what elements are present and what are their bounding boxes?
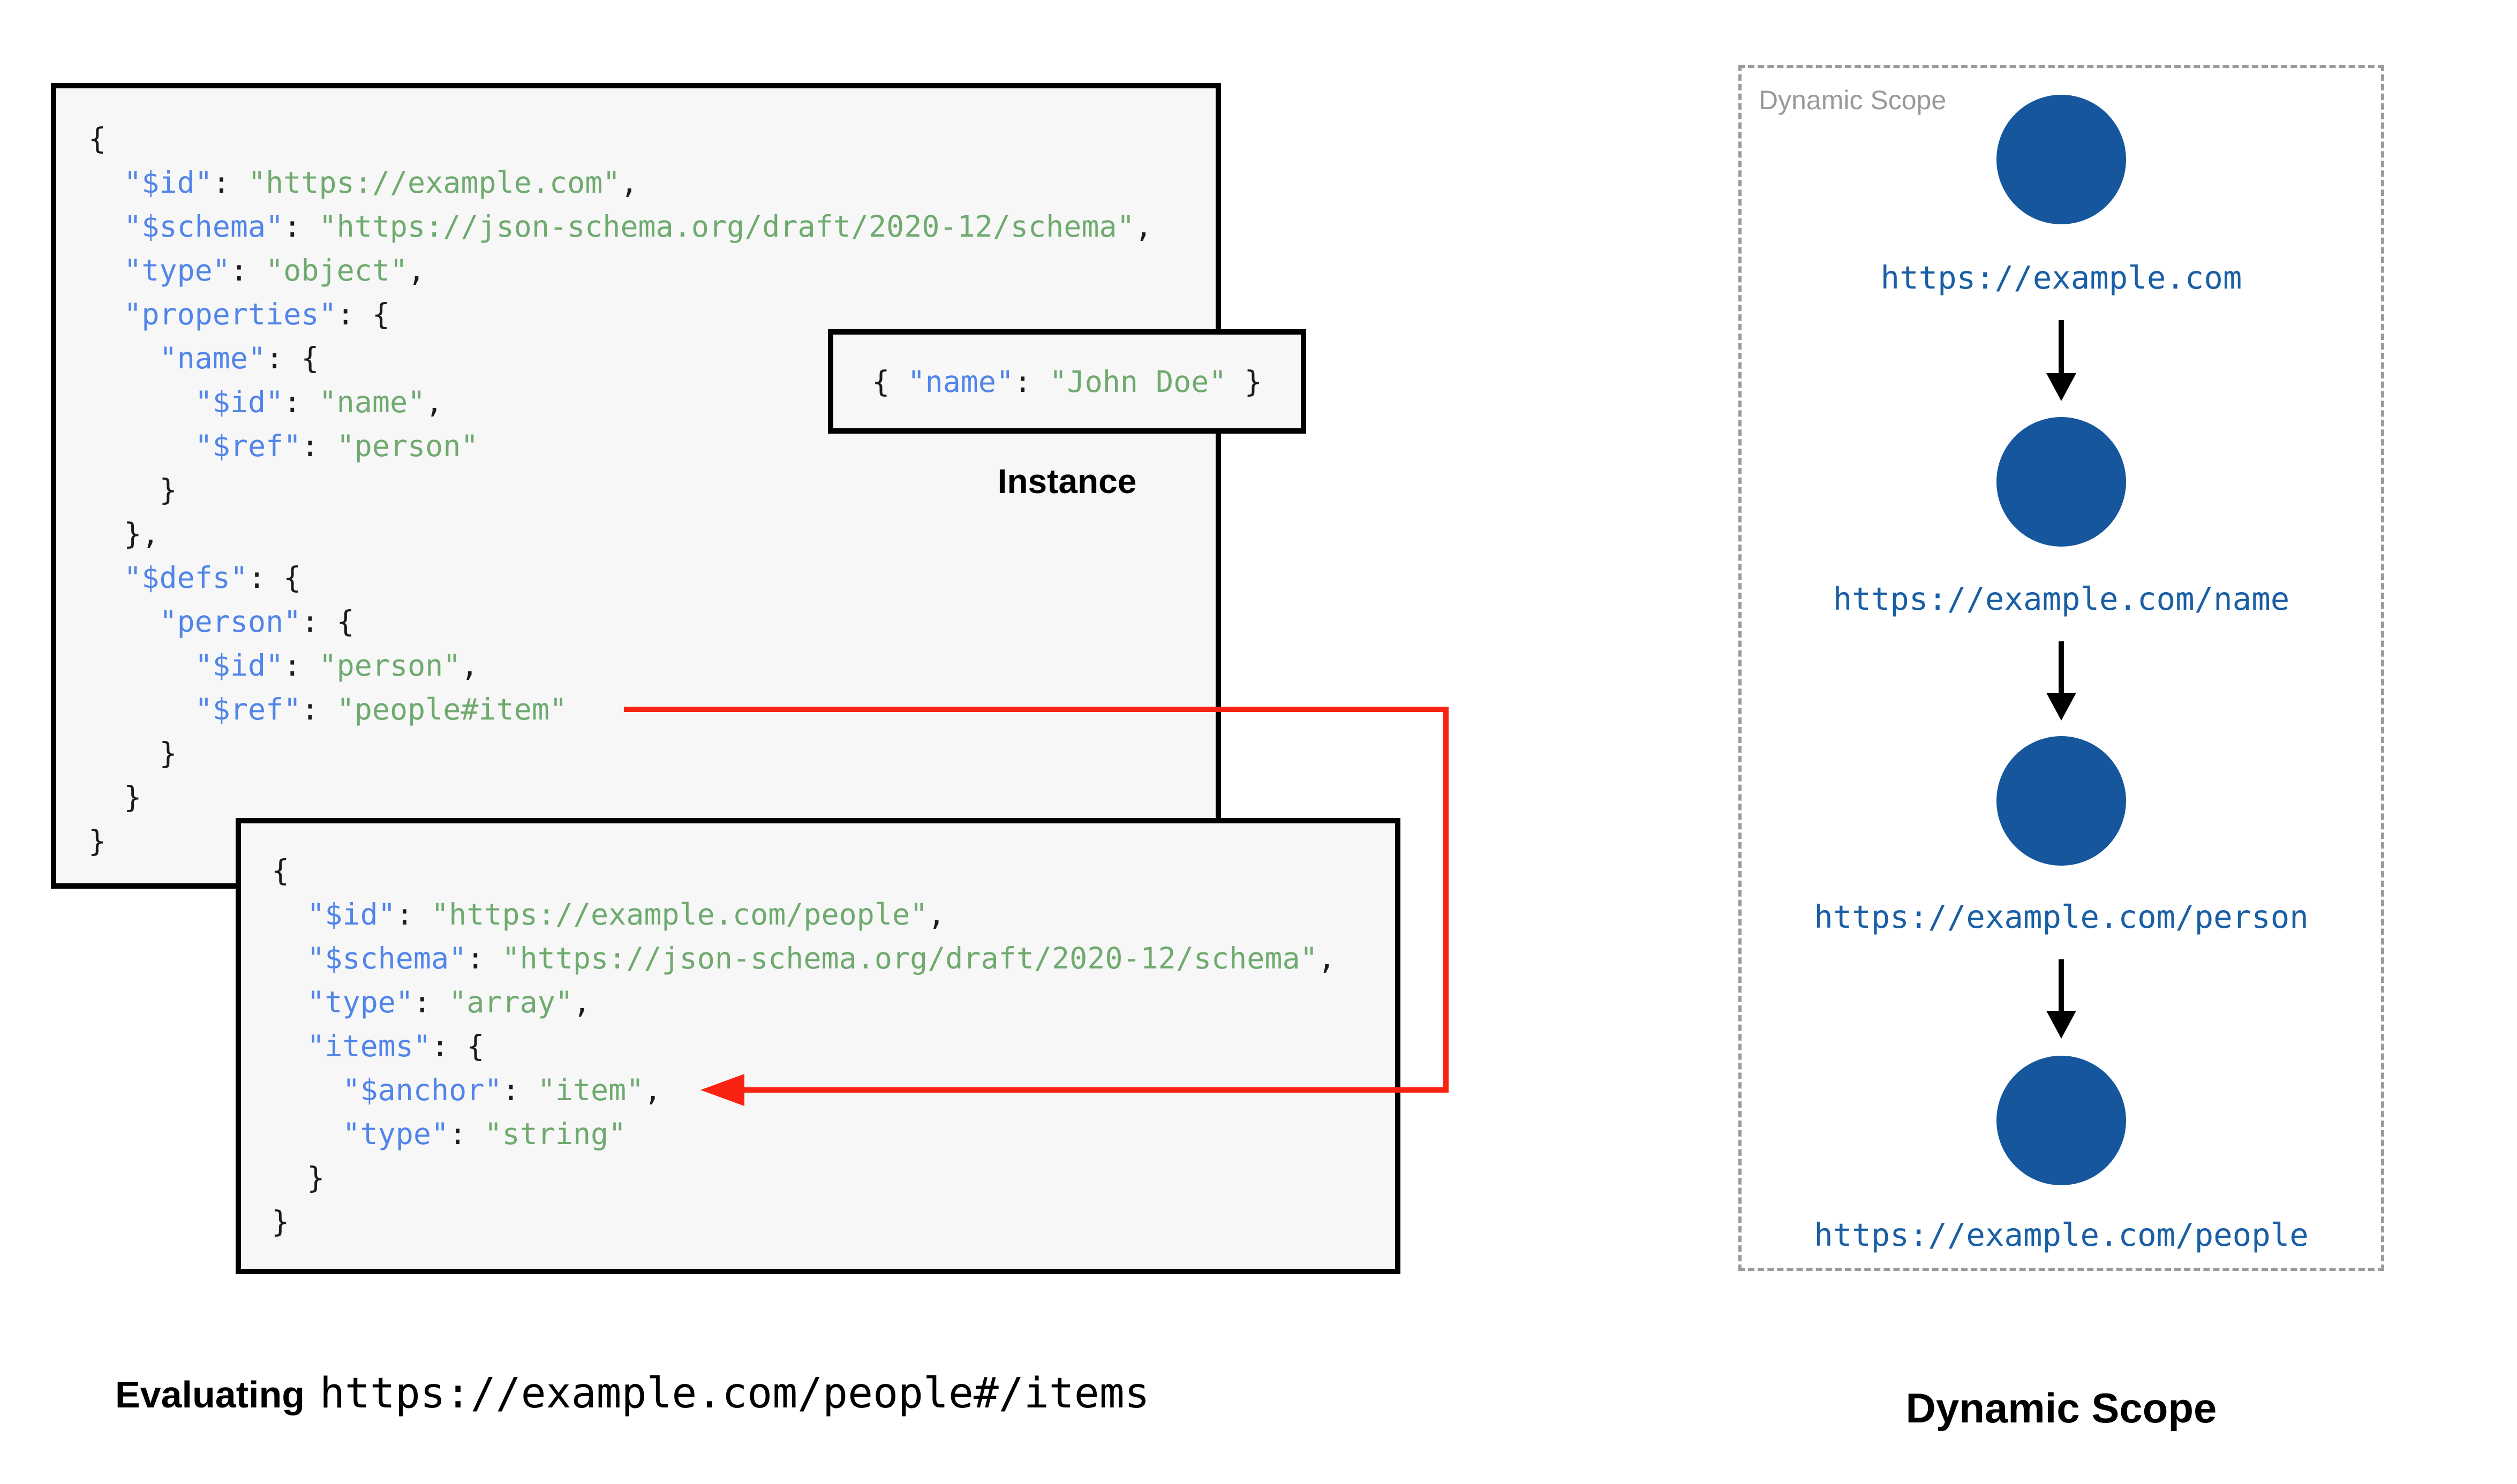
code-line: "$id": "name", [194, 385, 443, 419]
code-line: "type": "object", [124, 253, 426, 287]
code-line: "$anchor": "item", [342, 1073, 662, 1107]
scope-node-circle-person [1996, 736, 2126, 866]
code-line: } [88, 780, 142, 814]
scope-node-circle-people [1996, 1056, 2126, 1185]
code-line: "properties": { [124, 297, 390, 331]
code-line: } [88, 824, 107, 858]
dynamic-scope-caption: Dynamic Scope [1905, 1384, 2217, 1432]
code-line: { "name": "John Doe" } [872, 364, 1262, 399]
dynamic-scope-watermark: Dynamic Scope [1759, 85, 1947, 115]
code-line: { [272, 853, 290, 888]
code-line: } [88, 473, 177, 507]
code-line: "person": { [159, 604, 355, 639]
code-line: "$ref": "people#item" [194, 692, 568, 726]
code-line: "$id": "https://example.com/people", [307, 897, 946, 932]
code-line: } [272, 1161, 325, 1195]
scope-node-label-people: https://example.com/people [1814, 1216, 2309, 1253]
scope-node-circle-name [1996, 417, 2126, 547]
code-line: "$schema": "https://json-schema.org/draf… [307, 941, 1336, 975]
scope-node-circle-example-com [1996, 95, 2126, 224]
code-line: "$id": "person", [194, 648, 479, 683]
code-line: "type": "array", [307, 985, 591, 1019]
evaluating-caption-prefix: Evaluating [115, 1374, 305, 1415]
scope-node-label-name: https://example.com/name [1833, 580, 2290, 617]
instance-label: Instance [997, 462, 1137, 501]
code-line: "items": { [307, 1029, 485, 1063]
code-line: "$id": "https://example.com", [124, 165, 638, 200]
code-line: "$defs": { [124, 561, 302, 595]
code-line: } [272, 1205, 290, 1239]
code-line: "name": { [159, 341, 319, 375]
code-line: "$schema": "https://json-schema.org/draf… [124, 209, 1152, 244]
evaluating-caption-uri: https://example.com/people#/items [319, 1369, 1150, 1418]
code-line: } [88, 736, 177, 770]
code-line: { [88, 122, 107, 156]
scope-node-label-example-com: https://example.com [1880, 259, 2242, 296]
evaluating-caption: Evaluating https://example.com/people#/i… [115, 1369, 1150, 1418]
people-code-block: { "$id": "https://example.com/people", "… [236, 818, 1400, 1274]
instance-code-box: { "name": "John Doe" } [828, 329, 1306, 434]
code-line: "$ref": "person" [194, 429, 479, 463]
code-line: "type": "string" [342, 1117, 627, 1151]
code-line: }, [88, 517, 160, 551]
scope-node-label-person: https://example.com/person [1814, 898, 2309, 935]
